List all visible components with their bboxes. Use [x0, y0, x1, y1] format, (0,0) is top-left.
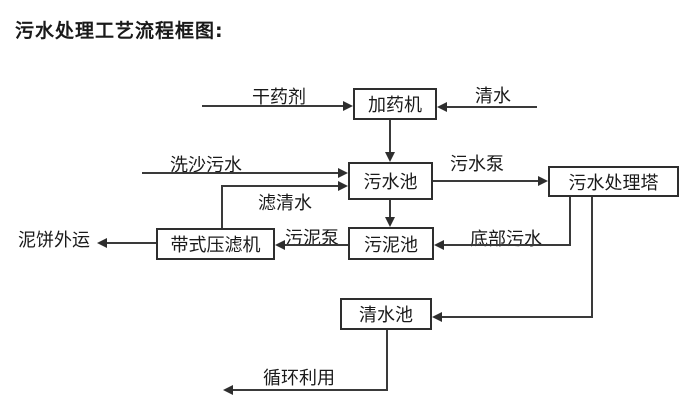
edge-dosing-to-sewage-line — [389, 120, 391, 154]
edge-recycling-line — [232, 389, 388, 391]
edge-label-filtered-water: 滤清水 — [258, 193, 312, 214]
edge-clean-water-line — [447, 106, 537, 108]
edge-dry-agent-line — [202, 105, 343, 107]
arrowhead-left-icon — [432, 312, 442, 322]
edge-label-clean-water: 清水 — [475, 86, 511, 107]
edge-bottom-sewage-drop-line — [569, 197, 571, 246]
edge-sludge-pump-line — [283, 244, 348, 246]
edge-label-recycling: 循环利用 — [263, 368, 335, 389]
node-sewage-pool: 污水池 — [348, 162, 433, 200]
arrowhead-right-icon — [343, 101, 353, 111]
edge-label-dry-agent: 干药剂 — [252, 87, 306, 108]
node-clean-water-pool: 清水池 — [340, 298, 432, 330]
edge-sewage-pump-line — [433, 180, 538, 182]
arrowhead-left-icon — [275, 240, 285, 250]
arrowhead-right-icon — [338, 181, 348, 191]
edge-bottom-sewage-line — [443, 244, 571, 246]
arrowhead-right-icon — [338, 168, 348, 178]
edge-label-sand-washing-sewage: 洗沙污水 — [170, 155, 242, 176]
arrowhead-left-icon — [434, 240, 444, 250]
edge-filtered-water-line — [221, 185, 339, 187]
edge-recycling-drop-line — [386, 330, 388, 391]
edge-mud-cake-line — [106, 242, 156, 244]
edge-sewage-to-sludge-line — [389, 200, 391, 219]
edge-sand-washing-line — [142, 172, 339, 174]
edge-label-bottom-sewage: 底部污水 — [470, 229, 542, 250]
edge-filtered-water-riser-line — [221, 185, 223, 228]
arrowhead-left-icon — [437, 102, 447, 112]
page-title: 污水处理工艺流程框图: — [15, 20, 224, 42]
arrowhead-right-icon — [538, 176, 548, 186]
edge-tower-to-clean-drop-line — [591, 197, 593, 318]
edge-label-mud-cake: 泥饼外运 — [18, 230, 90, 251]
node-belt-filter-press: 带式压滤机 — [156, 228, 275, 260]
arrowhead-left-icon — [97, 238, 107, 248]
node-sludge-pool: 污泥池 — [348, 227, 434, 260]
arrowhead-down-icon — [385, 217, 395, 227]
arrowhead-down-icon — [385, 152, 395, 162]
node-treatment-tower: 污水处理塔 — [548, 166, 679, 197]
node-dosing-machine: 加药机 — [353, 88, 437, 120]
edge-label-sewage-pump: 污水泵 — [450, 154, 504, 175]
edge-label-sludge-pump: 污泥泵 — [285, 228, 339, 249]
edge-tower-to-clean-line — [441, 316, 593, 318]
arrowhead-left-icon — [223, 385, 233, 395]
